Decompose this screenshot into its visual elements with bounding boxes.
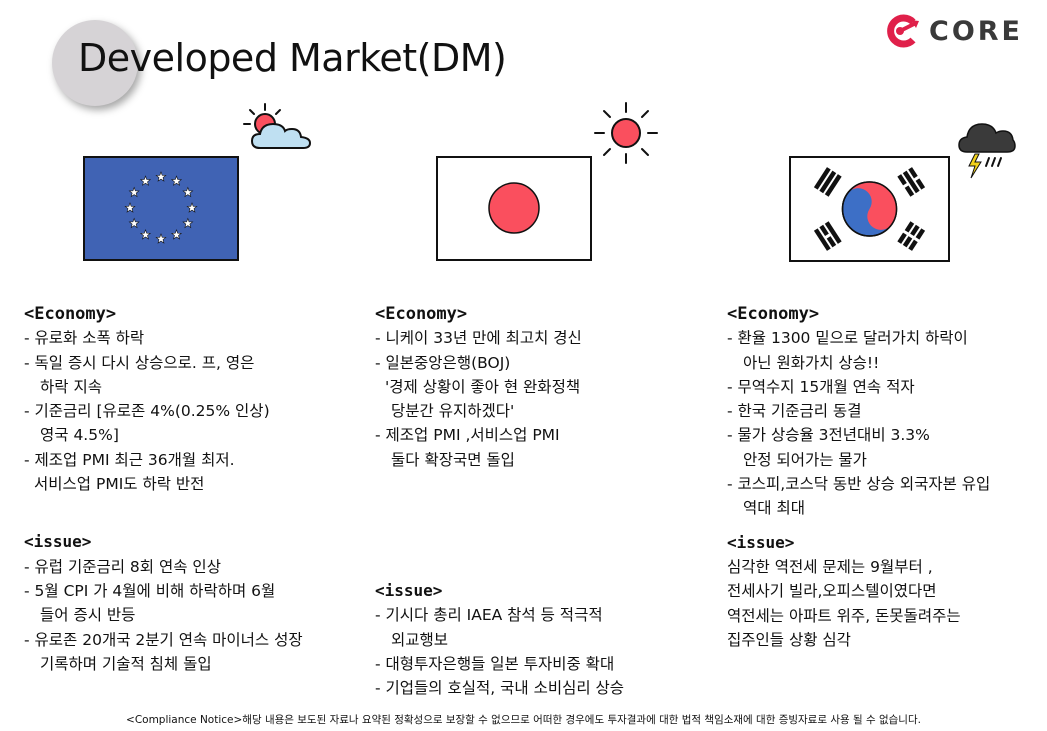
list-item: 역전세는 아파트 위주, 돈못돌려주는 <box>727 606 961 625</box>
korea-flag <box>789 156 950 262</box>
eu-flag <box>83 156 239 261</box>
japan-column: <Economy> - 니케이 33년 만에 최고치 경신 - 일본중앙은행(B… <box>375 302 624 701</box>
list-item: 들어 증시 반등 <box>40 606 136 625</box>
page-title: Developed Market(DM) <box>78 36 507 80</box>
eu-star <box>182 186 194 198</box>
list-item: '경제 상황이 좋아 현 완화정책 <box>385 377 581 396</box>
trigram <box>813 221 842 251</box>
list-item: - 환율 1300 밑으로 달러가치 하락이 <box>727 329 968 348</box>
issue-heading: <issue> <box>24 532 92 552</box>
list-item: - 유로존 20개국 2분기 연속 마이너스 성장 <box>24 630 303 649</box>
list-item: 역대 최대 <box>743 499 805 518</box>
list-item: 둘다 확장국면 돌입 <box>391 450 515 469</box>
list-item: 기록하며 기술적 침체 돌입 <box>40 654 212 673</box>
trigram <box>897 221 926 251</box>
eu-star <box>139 175 152 186</box>
core-logo: CORE <box>883 14 1023 48</box>
sun-behind-cloud-icon <box>243 103 312 149</box>
list-item: - 유로화 소폭 하락 <box>24 329 145 348</box>
list-item: 집주인들 상황 심각 <box>727 630 851 649</box>
list-item: - 기시다 총리 IAEA 참석 등 적극적 <box>375 606 603 625</box>
list-item: - 유럽 기준금리 8회 연속 인상 <box>24 557 221 576</box>
eu-star <box>128 186 140 198</box>
economy-heading: <Economy> <box>24 304 117 324</box>
list-item: 심각한 역전세 문제는 9월부터 , <box>727 557 933 576</box>
eu-star <box>139 228 152 240</box>
trigram <box>813 167 842 197</box>
list-item: - 한국 기준금리 동결 <box>727 402 862 421</box>
list-item: - 무역수지 15개월 연속 적자 <box>727 377 915 396</box>
list-item: - 제조업 PMI ,서비스업 PMI <box>375 426 560 445</box>
list-item: - 물가 상승율 3전년대비 3.3% <box>727 426 930 445</box>
eu-star <box>170 175 183 186</box>
issue-heading: <issue> <box>727 532 795 552</box>
eu-star <box>155 233 167 244</box>
logo-text: CORE <box>929 15 1024 47</box>
eu-star <box>124 202 136 213</box>
compliance-notice: <Compliance Notice>해당 내용은 보도된 자료나 요약된 정확… <box>126 714 921 726</box>
economy-heading: <Economy> <box>727 304 820 324</box>
list-item: - 기업들의 호실적, 국내 소비심리 상승 <box>375 679 625 698</box>
thunder-cloud-icon <box>958 123 1016 179</box>
issue-heading: <issue> <box>375 581 443 601</box>
list-item: 영국 4.5%] <box>40 426 119 445</box>
list-item: 당분간 유지하겠다' <box>391 402 515 421</box>
list-item: 전세사기 빌라,오피스텔이였다면 <box>727 582 937 601</box>
korea-column: <Economy> - 환율 1300 밑으로 달러가치 하락이 아닌 원화가치… <box>727 302 990 652</box>
eu-star <box>128 217 140 229</box>
economy-heading: <Economy> <box>375 304 468 324</box>
list-item: 아닌 원화가치 상승!! <box>743 353 880 372</box>
list-item: - 5월 CPI 가 4월에 비해 하락하며 6월 <box>24 581 276 600</box>
list-item: 외교행보 <box>391 630 449 649</box>
eu-column: <Economy> - 유로화 소폭 하락 - 독일 증시 다시 상승으로. 프… <box>24 302 303 676</box>
list-item: - 코스피,코스닥 동반 상승 외국자본 유입 <box>727 475 991 494</box>
core-logo-icon <box>887 14 919 48</box>
list-item: 서비스업 PMI도 하락 반전 <box>34 475 205 494</box>
eu-star <box>155 171 167 182</box>
list-item: - 대형투자은행들 일본 투자비중 확대 <box>375 654 615 673</box>
eu-star <box>182 217 194 229</box>
japan-flag <box>436 156 592 261</box>
list-item: - 제조업 PMI 최근 36개월 최저. <box>24 450 235 469</box>
sun-icon <box>594 102 658 164</box>
list-item: - 독일 증시 다시 상승으로. 프, 영은 <box>24 353 255 372</box>
list-item: - 기준금리 [유로존 4%(0.25% 인상) <box>24 402 270 421</box>
trigram <box>897 167 926 197</box>
list-item: - 니케이 33년 만에 최고치 경신 <box>375 329 582 348</box>
eu-star <box>170 228 183 240</box>
list-item: - 일본중앙은행(BOJ) <box>375 353 511 372</box>
list-item: 안정 되어가는 물가 <box>743 450 867 469</box>
list-item: 하락 지속 <box>40 377 102 396</box>
title-decoration-circle <box>52 20 138 106</box>
eu-star <box>186 202 198 213</box>
